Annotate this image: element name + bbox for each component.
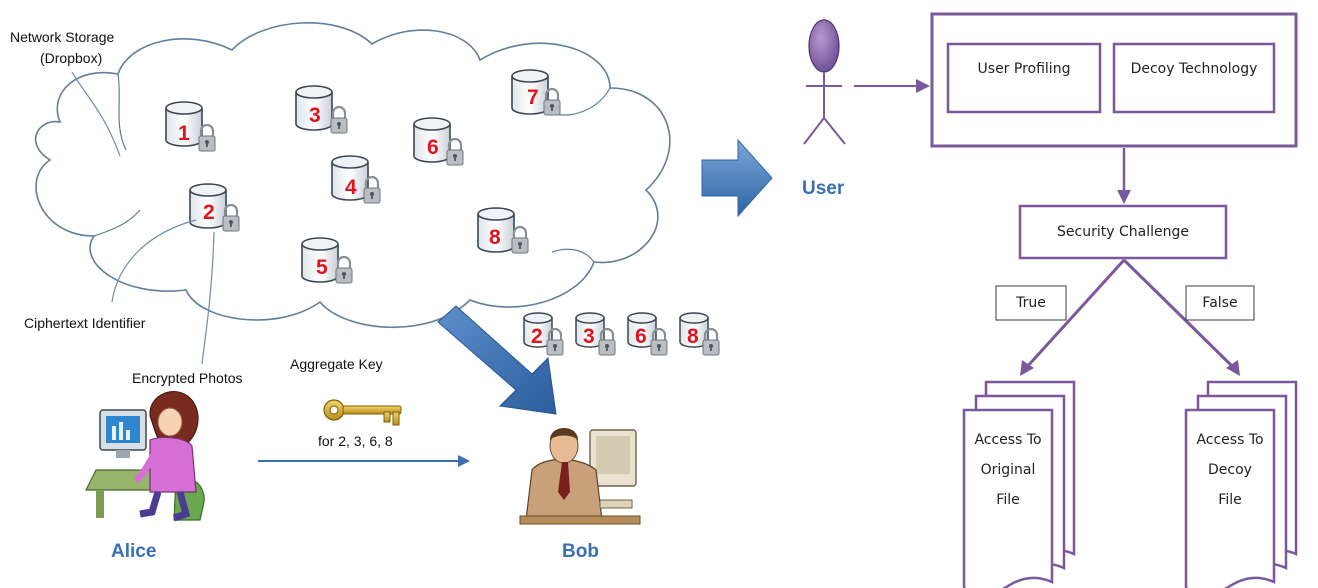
shared-photo-6: 6 [627,312,669,357]
key-transfer-arrowhead [458,455,470,467]
cloud-detail [117,73,127,151]
photo-number-7: 7 [527,86,539,109]
ciphertext-identifier-label: Ciphertext Identifier [24,315,146,331]
bob-figure [519,428,641,525]
user-to-system-arrowhead [916,79,930,93]
bob-label: Bob [562,541,599,562]
encrypted-photo-3: 3 [295,85,349,135]
shared-number-2: 2 [531,325,543,348]
encrypted-photo-8: 8 [477,207,530,255]
encrypted-photo-2: 2 [189,183,241,233]
user-profiling-box [946,42,1102,114]
true-branch-line [1024,258,1126,370]
photo-number-4: 4 [345,176,357,199]
shared-number-8: 8 [687,325,699,348]
ciphertext-pointer [111,219,197,303]
proceed-arrow [701,138,773,218]
encrypted-photo-6: 6 [413,117,465,167]
true-branch-arrowhead [1020,360,1034,376]
encrypted-photo-7: 7 [511,69,562,117]
alice-figure [85,391,205,522]
alice-label: Alice [111,541,156,562]
decoy-doc-line1: Access To [1196,432,1263,448]
photo-number-8: 8 [489,226,501,249]
storage-pointer [71,71,121,157]
encrypted-photos-label: Encrypted Photos [132,370,243,386]
shared-photo-2: 2 [523,312,565,357]
decoy-technology-label: Decoy Technology [1131,61,1258,77]
user-profiling-label: User Profiling [978,61,1071,77]
original-doc-line1: Access To [974,432,1041,448]
decoy-doc-line3: File [1218,492,1241,508]
security-challenge-box [1018,204,1228,260]
aggregate-key-label: Aggregate Key [290,356,383,372]
original-file-document: Access To Original File [962,380,1076,588]
false-branch-arrowhead [1226,360,1240,376]
download-arrow [437,305,557,415]
security-challenge-label: Security Challenge [1057,224,1189,240]
cloud-detail [551,248,595,263]
shared-number-6: 6 [635,325,647,348]
shared-number-3: 3 [583,325,595,348]
storage-label-line1: Network Storage [10,29,114,45]
photo-number-5: 5 [316,256,328,279]
aggregate-key-icon [323,399,402,426]
decoy-file-document: Access To Decoy File [1184,380,1298,588]
storage-label-line2: (Dropbox) [40,50,102,66]
shared-photo-8: 8 [679,312,721,357]
decoy-technology-box [1112,42,1276,114]
encrypted-photo-1: 1 [165,101,217,153]
user-figure [803,19,846,145]
cloud-detail [93,209,141,237]
photo-number-2: 2 [203,201,215,224]
user-label: User [802,178,845,199]
photo-number-1: 1 [178,122,190,145]
cloud-detail [555,87,611,116]
false-label: False [1202,295,1237,311]
system-to-challenge-arrowhead [1117,190,1131,204]
false-branch-line [1122,258,1236,370]
original-doc-line3: File [996,492,1019,508]
encrypted-pointer [201,231,215,365]
encrypted-photo-5: 5 [301,237,354,285]
false-box [1185,285,1255,321]
true-box [995,285,1067,321]
shared-photo-3: 3 [575,312,617,357]
decoy-doc-line2: Decoy [1208,462,1252,478]
encrypted-photo-4: 4 [331,155,382,205]
photo-number-6: 6 [427,136,439,159]
true-label: True [1015,295,1046,311]
original-doc-line2: Original [981,462,1036,478]
aggregate-key-for-label: for 2, 3, 6, 8 [318,433,393,449]
photo-number-3: 3 [309,104,321,127]
